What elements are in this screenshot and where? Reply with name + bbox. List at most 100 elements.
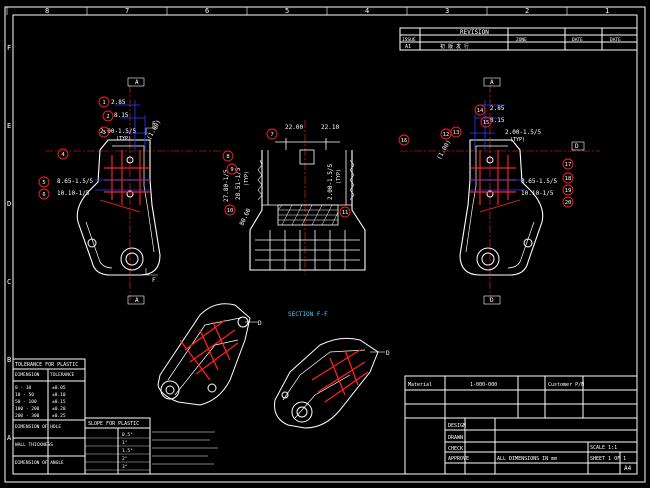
right-balloon-label-12: 12	[443, 132, 450, 138]
right-balloon-label-17: 17	[565, 162, 572, 168]
general-notes	[152, 431, 218, 465]
isometric-view-right: D	[274, 337, 390, 429]
center-balloon-7	[266, 128, 278, 140]
center-dim-7: 80.60	[238, 207, 252, 227]
right-section-marker-top: A	[490, 79, 494, 86]
center-dim-1: 22.10	[321, 124, 339, 131]
center-dim-2: 27.80-1/5	[223, 169, 230, 202]
center-balloon-label-8: 8	[226, 154, 229, 160]
tolerance-note2: WALL THICKNESS	[15, 442, 53, 448]
tb-note: ALL DIMENSIONS IN mm	[497, 456, 557, 462]
tolerance-title: TOLERANCE FOR PLASTIC	[15, 362, 78, 368]
tb-check: CHECK	[448, 446, 463, 452]
tolerance-row-tol: ±0.20	[52, 406, 66, 412]
outer-border	[4, 6, 646, 483]
center-balloon-label-10: 10	[227, 208, 234, 214]
left-side-view: 2.85 8.15 2.00-1.5/5 (TYP) (1.00) 8.65-1…	[38, 77, 163, 305]
tb-approve: APPROVE	[448, 456, 469, 462]
left-zone-F: F	[7, 44, 11, 52]
center-balloon-10	[224, 204, 236, 216]
right-balloon-13	[450, 126, 462, 138]
tb-sheet: SHEET 1 OF 1	[590, 456, 626, 462]
center-balloon-9	[226, 163, 238, 175]
center-dim-0: 22.00	[285, 124, 303, 131]
revision-date2-header: DATE	[610, 37, 621, 43]
tb-design: DESIGN	[448, 423, 466, 429]
right-balloon-17	[562, 158, 574, 170]
revision-row-issue: A1	[405, 44, 411, 50]
tb-size: A4	[624, 465, 632, 472]
left-balloon-3	[98, 126, 110, 138]
tolerance-row-tol: ±0.10	[52, 392, 66, 398]
tb-drawn: DRAWN	[448, 435, 463, 441]
left-balloon-4	[57, 148, 69, 160]
tolerance-row-tol: ±0.25	[52, 413, 66, 419]
right-dim-0: 2.85	[490, 105, 505, 112]
left-balloon-label-4: 4	[61, 152, 65, 158]
tolerance-row-dim: 200 - 300	[15, 413, 40, 419]
tolerance-note3: DIMENSION OF ANGLE	[15, 460, 64, 466]
revision-issue-header: ISSUE	[402, 37, 416, 43]
top-zone-5: 5	[285, 7, 289, 15]
top-zone-6: 6	[205, 7, 209, 15]
left-dim-5: 8.65-1.5/5	[57, 178, 94, 185]
left-balloon-label-1: 1	[102, 100, 105, 106]
tolerance-header-tol: TOLERANCE	[50, 372, 75, 378]
right-dim-4: (1.00)	[436, 139, 453, 161]
center-balloon-label-7: 7	[270, 132, 273, 138]
top-zone-7: 7	[125, 7, 129, 15]
iso-right-tag: D	[386, 350, 390, 357]
tolerance-note1: DIMENSION OF HOLE	[15, 424, 61, 430]
isometric-view-left: D	[157, 303, 262, 406]
slope-row: 1°	[122, 440, 128, 446]
right-dim-3: (TYP)	[510, 137, 525, 143]
center-balloon-label-9: 9	[230, 167, 233, 173]
title-block: Material 1-000-000 Customer P/N DESIGN D…	[404, 375, 638, 475]
center-balloon-8	[222, 150, 234, 162]
right-balloon-label-16: 16	[401, 138, 408, 144]
tolerance-row-dim: 0 - 10	[15, 385, 32, 391]
tolerance-row-dim: 100 - 200	[15, 406, 40, 412]
top-zone-3: 3	[445, 7, 449, 15]
right-balloon-20	[562, 196, 574, 208]
tb-part-no: 1-000-000	[470, 382, 497, 388]
right-balloon-14	[474, 104, 486, 116]
right-dim-6: 10.10-1/5	[521, 190, 554, 197]
tb-material: Material	[408, 382, 432, 388]
section-ff-label: SECTION F-F	[288, 311, 328, 318]
left-balloon-label-6: 6	[42, 192, 45, 198]
right-balloon-19	[562, 184, 574, 196]
right-dim-2: 2.00-1.5/5	[505, 129, 542, 136]
right-balloon-label-13: 13	[453, 130, 460, 136]
top-zone-4: 4	[365, 7, 369, 15]
left-section-marker-bottom: A	[135, 297, 139, 304]
left-section-marker-top: A	[135, 79, 139, 86]
right-section-marker-side: D	[575, 143, 579, 150]
tolerance-table: TOLERANCE FOR PLASTIC DIMENSION TOLERANC…	[12, 358, 86, 475]
top-zone-2: 2	[525, 7, 529, 15]
left-balloon-5	[38, 176, 50, 188]
tolerance-row-tol: ±0.15	[52, 399, 66, 405]
revision-title: REVISION	[460, 29, 489, 36]
right-balloon-label-20: 20	[565, 200, 572, 206]
right-dim-1: 8.15	[490, 117, 505, 124]
slope-row: 2°	[122, 456, 128, 462]
center-dim-5: 2.00-1.5/5	[327, 163, 334, 200]
left-dim-2: 2.00-1.5/5	[100, 128, 137, 135]
right-balloon-16	[398, 134, 410, 146]
revision-zone-header: ZONE	[516, 37, 527, 43]
right-balloon-18	[562, 172, 574, 184]
left-section-marker-f1: F	[152, 121, 156, 128]
top-zone-8: 8	[45, 7, 49, 15]
left-balloon-2	[102, 110, 114, 122]
tolerance-row-dim: 50 - 100	[15, 399, 37, 405]
tolerance-header-dim: DIMENSION	[15, 372, 40, 378]
right-balloon-label-18: 18	[565, 176, 572, 182]
